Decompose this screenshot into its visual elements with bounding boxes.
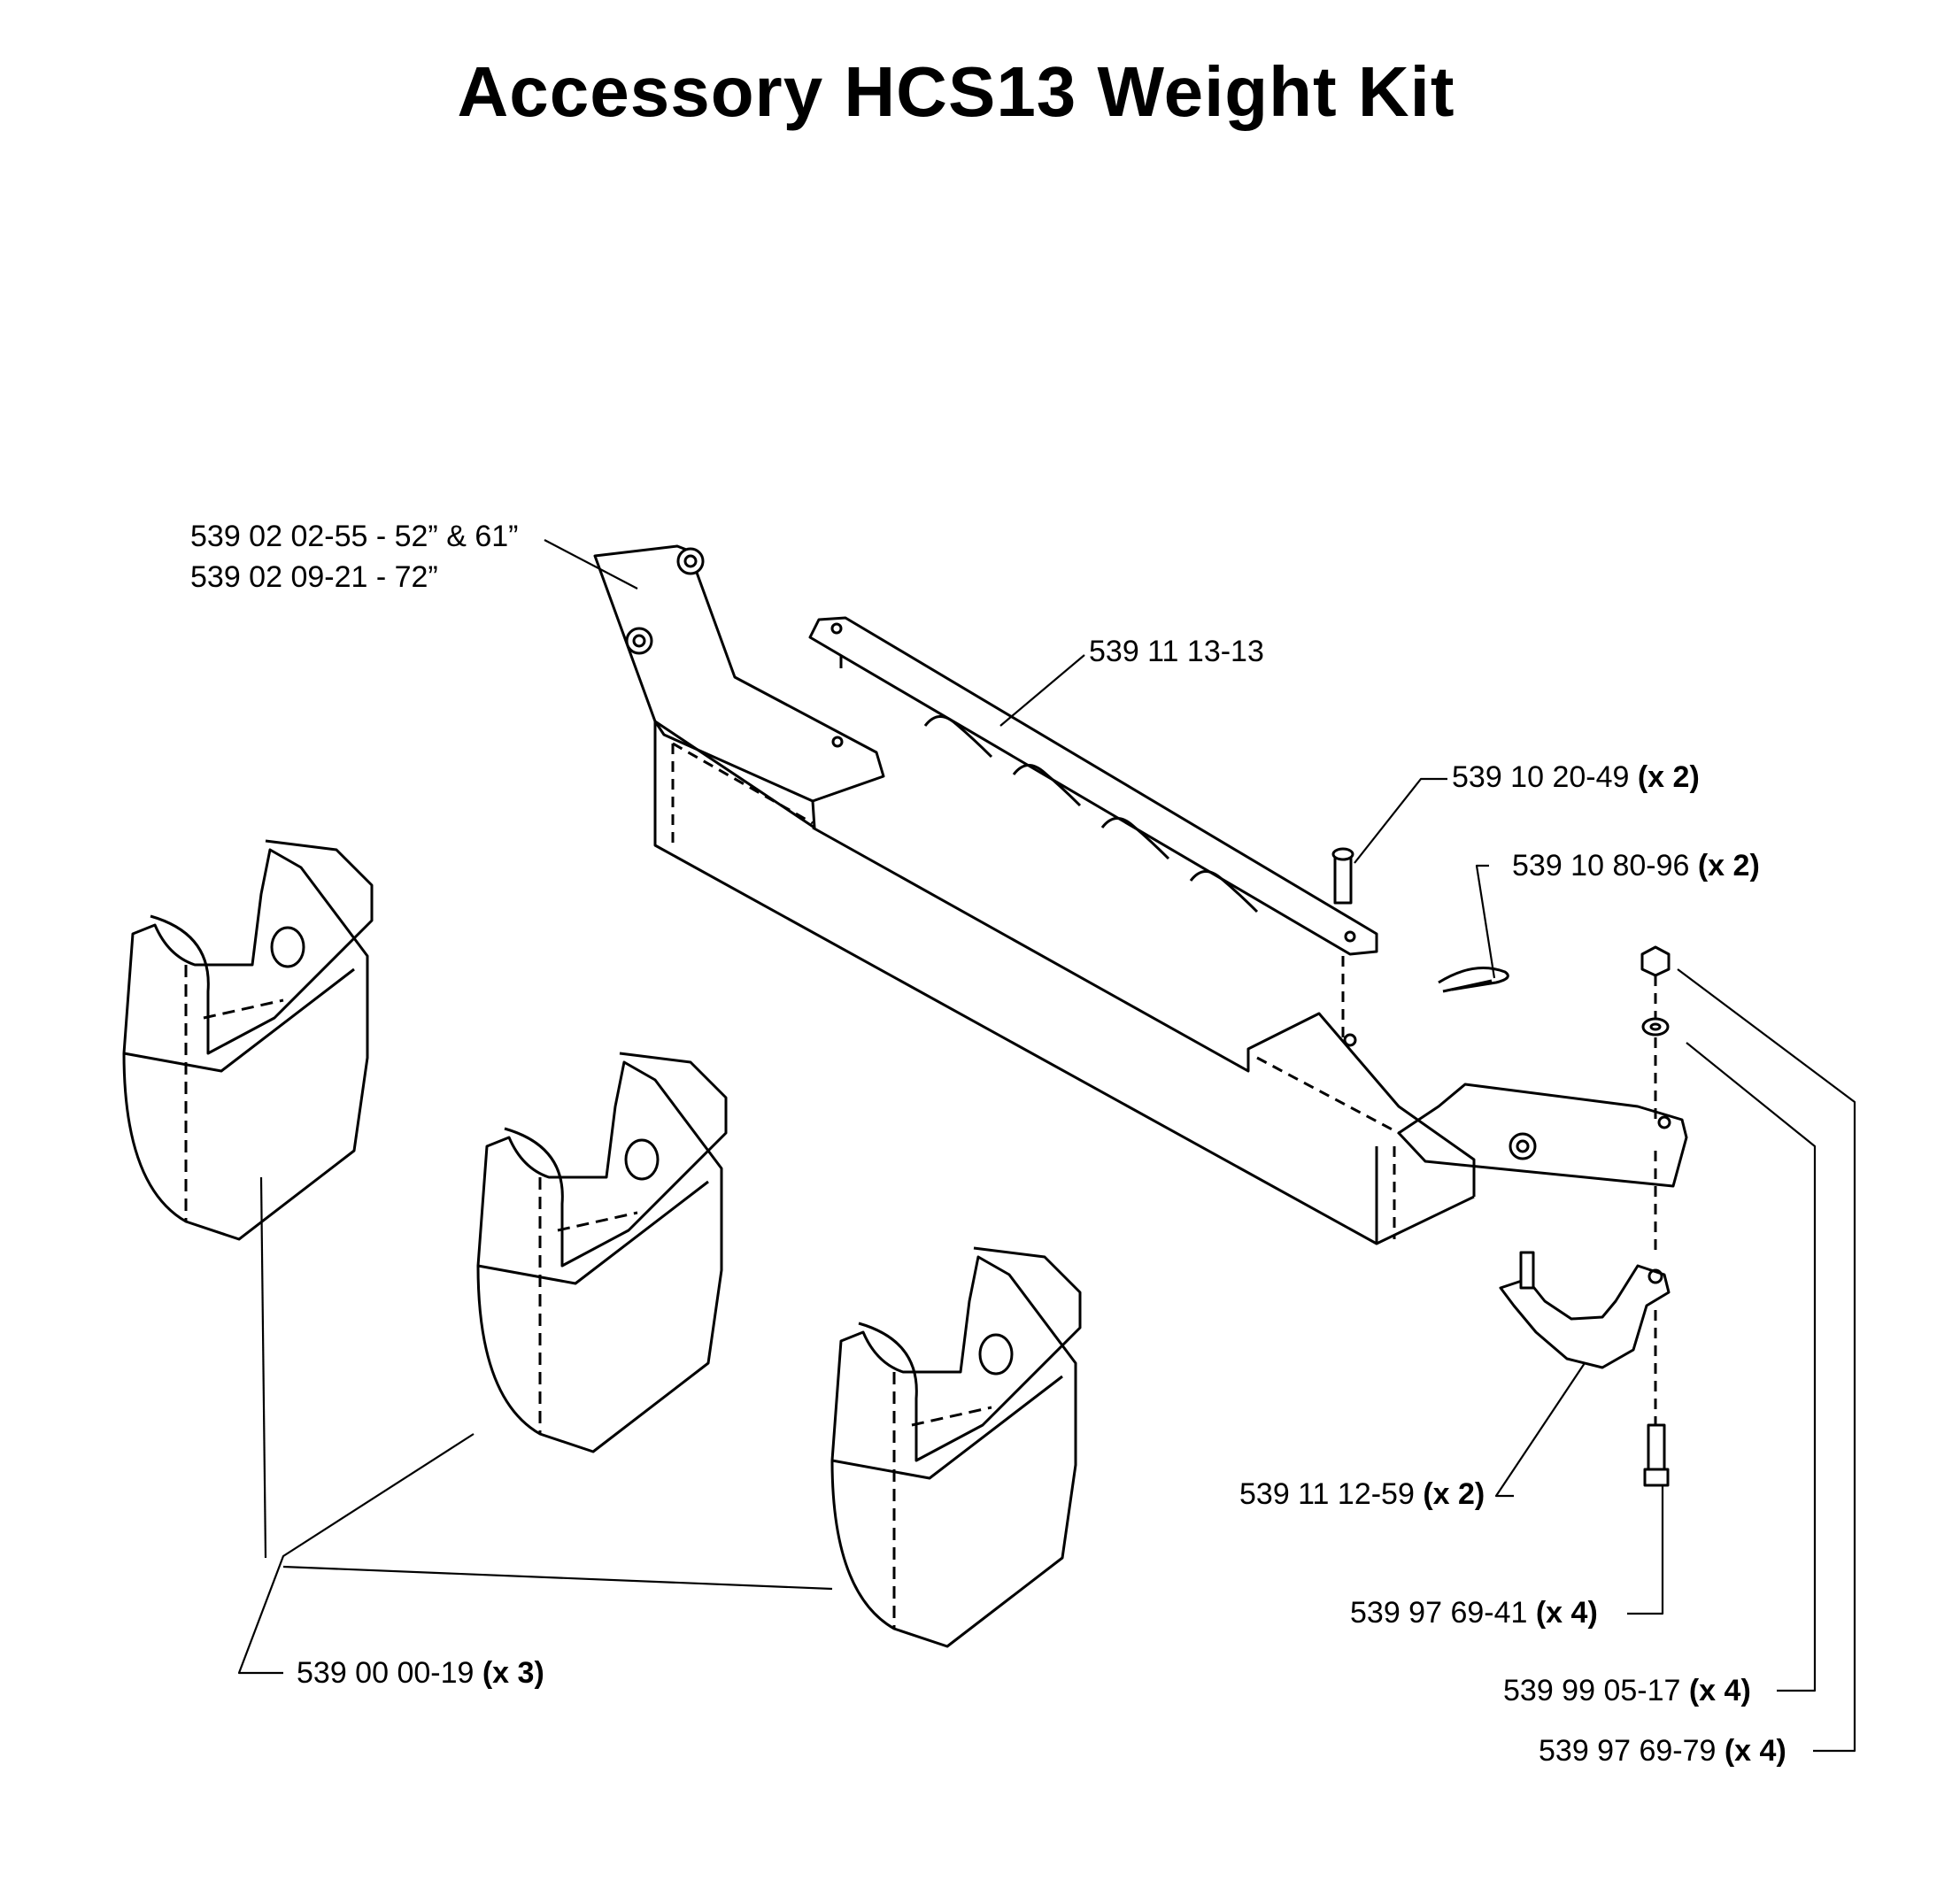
leader-lines (237, 539, 1856, 1753)
leader-p3 (1354, 777, 1447, 864)
bolt (1643, 1423, 1670, 1487)
part-qty: (x 4) (1724, 1734, 1786, 1768)
slotted-bar (808, 616, 1378, 956)
leader-p7 (1686, 1042, 1817, 1692)
part-number: 539 00 00-19 (297, 1656, 475, 1690)
nut (1640, 945, 1671, 977)
washer (1641, 1017, 1670, 1037)
part-number: 539 02 09-21 - 72” (190, 560, 438, 594)
leader-p2 (999, 654, 1085, 727)
part-label-p9: 539 00 00-19 (x 3) (297, 1655, 544, 1691)
part-label-p8: 539 97 69-79 (x 4) (1539, 1733, 1786, 1769)
suitcase-weight-1 (122, 839, 374, 1241)
part-number: 539 97 69-41 (1350, 1596, 1528, 1630)
hair-pin-clip (1438, 967, 1509, 993)
right-mounting-bracket (1343, 1033, 1688, 1188)
part-label-p2: 539 11 13-13 (1089, 634, 1264, 669)
part-number: 539 10 80-96 (1512, 849, 1690, 882)
leader-p6 (1627, 1485, 1664, 1615)
part-label-p6: 539 97 69-41 (x 4) (1350, 1595, 1598, 1630)
part-qty: (x 4) (1535, 1596, 1598, 1630)
weight-bar (653, 721, 1476, 1245)
part-label-p4: 539 10 80-96 (x 2) (1512, 848, 1760, 883)
page-title: Accessory HCS13 Weight Kit (457, 52, 1455, 131)
part-number: 539 97 69-79 (1539, 1734, 1717, 1768)
part-number: 539 11 13-13 (1089, 635, 1264, 668)
part-qty: (x 3) (482, 1656, 544, 1690)
suitcase-weight-3 (830, 1246, 1082, 1648)
part-label-p7: 539 99 05-17 (x 4) (1503, 1673, 1751, 1708)
part-qty: (x 2) (1697, 849, 1760, 882)
leader-p1 (544, 539, 638, 590)
left-mounting-bracket (593, 544, 885, 829)
part-label-p3: 539 10 20-49 (x 2) (1452, 759, 1700, 795)
leader-p8 (1677, 968, 1856, 1753)
part-qty: (x 4) (1688, 1674, 1751, 1707)
suitcase-weight-2 (476, 1052, 728, 1453)
part-qty: (x 2) (1637, 760, 1700, 794)
retainer-bracket (1499, 1251, 1671, 1369)
part-number: 539 11 12-59 (1239, 1477, 1415, 1511)
leader-p9c (282, 1565, 833, 1591)
part-qty: (x 2) (1423, 1477, 1485, 1511)
leader-p9a (237, 1433, 475, 1675)
part-label-p5: 539 11 12-59 (x 2) (1239, 1476, 1485, 1512)
hitch-pin (1331, 847, 1354, 1040)
leader-p4 (1475, 864, 1496, 979)
part-label-p1b: 539 02 09-21 - 72” (190, 559, 438, 595)
part-label-p1a: 539 02 02-55 - 52” & 61” (190, 519, 518, 554)
leader-p5 (1494, 1362, 1586, 1498)
part-number: 539 02 02-55 - 52” & 61” (190, 520, 519, 553)
leader-p9b (259, 1176, 267, 1559)
part-number: 539 10 20-49 (1452, 760, 1630, 794)
part-number: 539 99 05-17 (1503, 1674, 1681, 1707)
